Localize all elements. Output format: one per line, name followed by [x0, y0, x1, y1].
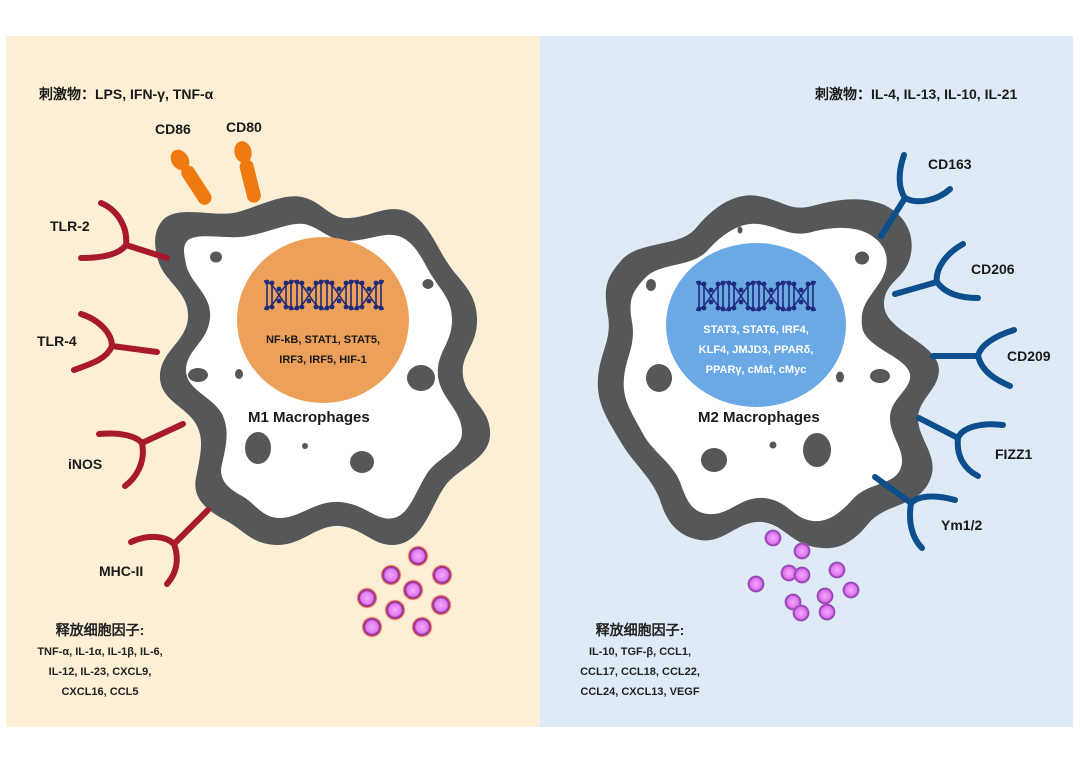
cd209-receptor-icon: [930, 327, 1017, 389]
cytokine-vesicle: [384, 599, 406, 621]
m2-cytokine-line: CCL17, CCL18, CCL22,: [580, 666, 700, 678]
cd80-receptor-icon: [234, 141, 261, 203]
m1-tf-line: IRF3, IRF5, HIF-1: [279, 354, 367, 366]
cytokine-vesicle: [780, 564, 798, 582]
m2-cytokines-heading: 释放细胞因子:: [595, 622, 685, 638]
m1-vesicles: [356, 545, 453, 638]
m1-organelles: [188, 226, 435, 473]
mhc2-receptor-icon: [128, 507, 211, 587]
m2-receptor-label-cd209: CD209: [1007, 348, 1051, 364]
m1-rod-receptors: [170, 141, 261, 205]
cytokine-vesicle: [361, 616, 383, 638]
cytokine-vesicle: [764, 529, 782, 547]
m2-transcription-factors: STAT3, STAT6, IRF4, KLF4, JMJD3, PPARδ, …: [666, 320, 846, 380]
cytokine-vesicle: [402, 579, 424, 601]
m2-nucleus: [666, 243, 846, 407]
m2-receptor-label-cd206: CD206: [971, 261, 1015, 277]
cytokine-vesicle: [816, 587, 834, 605]
tlr4-receptor-icon: [71, 311, 160, 373]
m1-stimulus-label: 刺激物：LPS, IFN-γ, TNF-α: [39, 86, 214, 102]
m1-receptor-label-cd86: CD86: [155, 121, 191, 137]
m1-cytokines: 释放细胞因子: TNF-α, IL-1α, IL-1β, IL-6, IL-12…: [20, 620, 180, 702]
m1-y-receptors: [71, 200, 211, 587]
cytokine-vesicle: [411, 616, 433, 638]
m2-y-receptors: [872, 152, 1017, 551]
m1-receptor-label-mhc2: MHC-II: [99, 563, 144, 579]
cytokine-vesicle: [747, 575, 765, 593]
cytokine-vesicle: [792, 604, 810, 622]
m2-organelles: [646, 226, 890, 472]
ym12-receptor-icon: [872, 474, 958, 551]
m2-tf-line: STAT3, STAT6, IRF4,: [703, 324, 809, 336]
m1-receptor-label-tlr4: TLR-4: [37, 333, 77, 349]
cytokine-vesicle: [842, 581, 860, 599]
fizz1-receptor-icon: [916, 415, 1006, 479]
cytokine-vesicle: [793, 566, 811, 584]
m1-nucleus: [237, 237, 409, 403]
m1-receptor-label-cd80: CD80: [226, 119, 262, 135]
tlr2-receptor-icon: [78, 200, 170, 261]
m1-cytokine-line: CXCL16, CCL5: [61, 686, 139, 698]
cd163-receptor-icon: [878, 152, 953, 239]
cytokine-vesicle: [793, 542, 811, 560]
m2-cytokine-line: IL-10, TGF-β, CCL1,: [588, 646, 692, 658]
m2-receptor-label-ym12: Ym1/2: [941, 517, 983, 533]
m2-vesicles: [747, 529, 860, 622]
m1-cell: [155, 196, 491, 546]
cytokine-vesicle: [828, 561, 846, 579]
cytokine-vesicle: [431, 564, 453, 586]
m2-tf-line: KLF4, JMJD3, PPARδ,: [698, 344, 814, 356]
m2-stimulus-label: 刺激物：IL-4, IL-13, IL-10, IL-21: [815, 86, 1018, 102]
m2-cytokine-line: CCL24, CXCL13, VEGF: [580, 686, 700, 698]
cytokine-vesicle: [818, 603, 836, 621]
m1-cell-title: M1 Macrophages: [248, 409, 370, 426]
cd86-receptor-icon: [170, 149, 212, 205]
m2-cell-title: M2 Macrophages: [698, 409, 820, 426]
m1-cytokine-line: IL-12, IL-23, CXCL9,: [48, 666, 152, 678]
m1-receptor-label-inos: iNOS: [68, 456, 103, 472]
m2-cytokines: 释放细胞因子: IL-10, TGF-β, CCL1, CCL17, CCL18…: [560, 620, 720, 702]
m1-receptor-label-tlr2: TLR-2: [50, 218, 90, 234]
cytokine-vesicle: [380, 564, 402, 586]
m1-tf-line: NF-kB, STAT1, STAT5,: [265, 334, 381, 346]
cytokine-vesicle: [430, 594, 452, 616]
inos-receptor-icon: [96, 421, 186, 489]
m2-receptor-label-cd163: CD163: [928, 156, 972, 172]
m2-cell: [597, 195, 939, 549]
m2-tf-line: PPARγ, cMaf, cMyc: [705, 364, 807, 376]
cd206-receptor-icon: [892, 241, 981, 301]
m2-receptor-label-fizz1: FIZZ1: [995, 446, 1033, 462]
cytokine-vesicle: [356, 587, 378, 609]
m1-cytokine-line: TNF-α, IL-1α, IL-1β, IL-6,: [37, 646, 163, 658]
m1-transcription-factors: NF-kB, STAT1, STAT5, IRF3, IRF5, HIF-1: [237, 330, 409, 370]
cytokine-vesicle: [407, 545, 429, 567]
m1-cytokines-heading: 释放细胞因子:: [55, 622, 145, 638]
